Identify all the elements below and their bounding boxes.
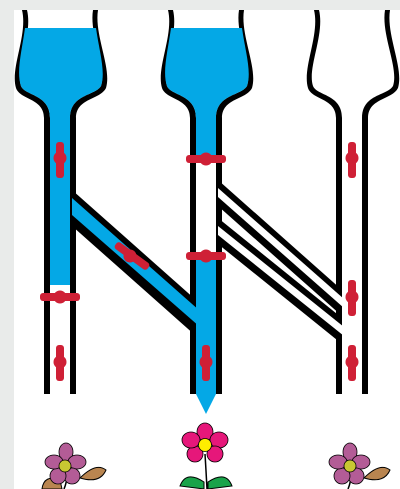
middle-upper-join-water xyxy=(196,255,216,305)
left-column-lower-patch xyxy=(50,285,70,394)
valve-middle-upper[interactable] xyxy=(186,152,226,166)
valve-middle-bottom[interactable] xyxy=(199,345,213,381)
flower-middle-leaf-left xyxy=(179,476,205,489)
valve-right-bottom-hub xyxy=(345,355,359,369)
valve-right-bottom[interactable] xyxy=(345,345,359,381)
flower-middle-center xyxy=(198,438,212,452)
diagonal-mid-lower-interior xyxy=(218,226,344,336)
flower-left-leaf xyxy=(79,466,107,481)
flower-middle-stem xyxy=(204,453,208,489)
tank-middle-water xyxy=(165,28,249,158)
valve-left-upper[interactable] xyxy=(53,142,67,178)
valve-left-bottom[interactable] xyxy=(53,345,67,381)
valve-left-lower-hub xyxy=(53,290,67,304)
flower-left-center xyxy=(58,459,72,473)
flower-middle-petals xyxy=(181,422,229,463)
valve-middle-bottom-hub xyxy=(199,355,213,369)
valve-diagonal-left[interactable] xyxy=(113,241,150,271)
flower-right-center xyxy=(343,459,357,473)
flower-right-petals xyxy=(328,442,371,485)
flower-left-petals xyxy=(44,442,87,485)
flower-middle-blooming xyxy=(179,422,233,489)
right-column-interior-patch xyxy=(342,118,362,394)
valve-middle-lower-hub xyxy=(199,249,213,263)
valve-left-bottom-hub xyxy=(53,355,67,369)
valve-right-middle-hub xyxy=(345,290,359,304)
valve-right-middle[interactable] xyxy=(345,280,359,316)
valve-middle-upper-hub xyxy=(199,152,213,166)
valve-middle-lower[interactable] xyxy=(186,249,226,263)
diagonal-pipe-middle-right-lower xyxy=(218,218,344,344)
valve-right-upper[interactable] xyxy=(345,142,359,178)
middle-column-interior-patch xyxy=(196,158,216,255)
flower-left-wilted xyxy=(41,442,107,489)
diagonal-pipe-middle-right-upper xyxy=(218,180,344,316)
valve-right-upper-hub xyxy=(345,151,359,165)
flower-middle-leaf-right xyxy=(207,476,233,489)
flower-right-wilted xyxy=(328,442,391,489)
flower-right-leaf xyxy=(363,466,391,481)
valve-diagonal-left-hub xyxy=(123,249,137,263)
outlet-drip xyxy=(196,394,216,414)
diagonal-mid-upper-interior xyxy=(218,188,344,308)
valve-left-lower[interactable] xyxy=(40,290,80,304)
valve-left-upper-hub xyxy=(53,151,67,165)
